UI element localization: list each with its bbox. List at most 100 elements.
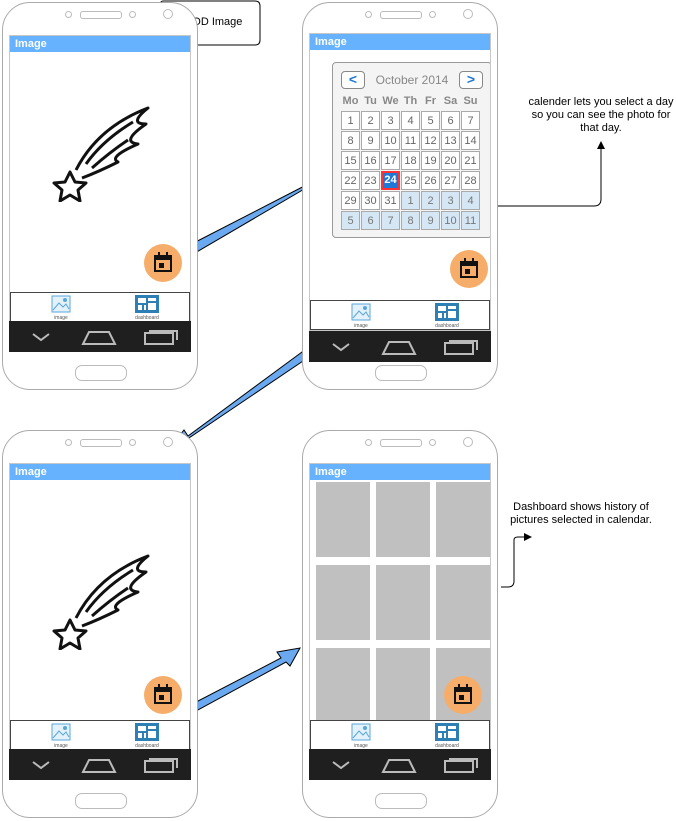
calendar-day[interactable]: 2 — [421, 191, 440, 210]
calendar-day[interactable]: 1 — [341, 111, 360, 130]
calendar-day[interactable]: 24 — [381, 171, 400, 190]
home-icon[interactable] — [381, 754, 417, 774]
recent-apps-icon[interactable] — [443, 336, 483, 356]
home-icon[interactable] — [81, 326, 117, 346]
calendar-day[interactable]: 11 — [461, 211, 480, 230]
chevron-down-icon[interactable] — [329, 340, 353, 354]
calendar-day[interactable]: 3 — [381, 111, 400, 130]
calendar-day[interactable]: 3 — [441, 191, 460, 210]
calendar-day[interactable]: 5 — [421, 111, 440, 130]
weekday-label: Sa — [443, 95, 458, 107]
tab-image[interactable]: image — [41, 295, 81, 321]
home-button[interactable] — [375, 365, 427, 381]
tab-dashboard[interactable]: dashboard — [427, 723, 467, 749]
history-picture-tile[interactable] — [376, 648, 430, 723]
calendar-day[interactable]: 17 — [381, 151, 400, 170]
system-nav-bar — [9, 749, 191, 780]
calendar-day[interactable]: 16 — [361, 151, 380, 170]
tab-image[interactable]: image — [41, 723, 81, 749]
system-nav-bar — [9, 321, 191, 352]
calendar-day[interactable]: 10 — [381, 131, 400, 150]
calendar-button[interactable] — [444, 676, 482, 714]
history-picture-tile[interactable] — [376, 482, 430, 557]
calendar-day[interactable]: 19 — [421, 151, 440, 170]
calendar-button[interactable] — [144, 244, 182, 282]
calendar-day[interactable]: 31 — [381, 191, 400, 210]
calendar-day[interactable]: 7 — [381, 211, 400, 230]
calendar-day[interactable]: 6 — [441, 111, 460, 130]
calendar-day[interactable]: 26 — [421, 171, 440, 190]
tab-dashboard[interactable]: dashboard — [127, 295, 167, 321]
page-title: Image — [10, 36, 190, 52]
calendar-icon — [154, 252, 172, 272]
calendar-day[interactable]: 4 — [401, 111, 420, 130]
home-button[interactable] — [75, 365, 127, 381]
history-picture-tile[interactable] — [436, 482, 490, 557]
calendar-day[interactable]: 8 — [341, 131, 360, 150]
tab-dashboard-label: dashboard — [135, 743, 159, 749]
calendar-day[interactable]: 6 — [361, 211, 380, 230]
tab-image-label: image — [354, 323, 368, 329]
history-picture-tile[interactable] — [316, 565, 370, 640]
calendar-icon — [460, 258, 478, 278]
history-picture-tile[interactable] — [316, 482, 370, 557]
home-button[interactable] — [375, 793, 427, 809]
calendar-day[interactable]: 2 — [361, 111, 380, 130]
screen: Image image dashboard — [309, 463, 491, 751]
prev-month-button[interactable]: < — [341, 71, 365, 89]
calendar-button[interactable] — [144, 676, 182, 714]
calendar-day[interactable]: 25 — [401, 171, 420, 190]
history-picture-tile[interactable] — [316, 648, 370, 723]
calendar-day[interactable]: 30 — [361, 191, 380, 210]
calendar-day[interactable]: 8 — [401, 211, 420, 230]
calendar-day[interactable]: 5 — [341, 211, 360, 230]
calendar-day[interactable]: 9 — [361, 131, 380, 150]
chevron-down-icon[interactable] — [29, 758, 53, 772]
recent-apps-icon[interactable] — [443, 754, 483, 774]
calendar-day[interactable]: 18 — [401, 151, 420, 170]
shooting-star-icon — [52, 554, 150, 650]
calendar-note: calender lets you select a day so you ca… — [528, 96, 674, 134]
calendar-day[interactable]: 13 — [441, 131, 460, 150]
calendar-day[interactable]: 29 — [341, 191, 360, 210]
tab-dashboard-label: dashboard — [435, 743, 459, 749]
next-month-button[interactable]: > — [459, 71, 483, 89]
chevron-down-icon[interactable] — [29, 330, 53, 344]
tab-image[interactable]: image — [341, 303, 381, 329]
tab-dashboard[interactable]: dashboard — [427, 303, 467, 329]
calendar-day[interactable]: 14 — [461, 131, 480, 150]
home-icon[interactable] — [81, 754, 117, 774]
chevron-down-icon[interactable] — [329, 758, 353, 772]
image-icon — [51, 723, 71, 741]
calendar-day[interactable]: 22 — [341, 171, 360, 190]
calendar-day[interactable]: 15 — [341, 151, 360, 170]
calendar-day[interactable]: 4 — [461, 191, 480, 210]
home-button[interactable] — [75, 793, 127, 809]
calendar-day[interactable]: 27 — [441, 171, 460, 190]
phone-image-screen-return: Image image dashboar — [2, 430, 198, 818]
calendar-day[interactable]: 9 — [421, 211, 440, 230]
calendar-day[interactable]: 12 — [421, 131, 440, 150]
calendar-day[interactable]: 7 — [461, 111, 480, 130]
calendar-day[interactable]: 10 — [441, 211, 460, 230]
tab-image-label: image — [354, 743, 368, 749]
calendar-day[interactable]: 21 — [461, 151, 480, 170]
calendar-button[interactable] — [450, 250, 488, 288]
recent-apps-icon[interactable] — [143, 326, 183, 346]
history-picture-tile[interactable] — [436, 565, 490, 640]
calendar-day[interactable]: 28 — [461, 171, 480, 190]
tab-dashboard[interactable]: dashboard — [127, 723, 167, 749]
recent-apps-icon[interactable] — [143, 754, 183, 774]
home-icon[interactable] — [381, 336, 417, 356]
calendar-day[interactable]: 11 — [401, 131, 420, 150]
tab-image-label: image — [54, 315, 68, 321]
tab-image[interactable]: image — [341, 723, 381, 749]
screen: Image image dashboar — [9, 463, 191, 751]
calendar-day[interactable]: 1 — [401, 191, 420, 210]
calendar-day[interactable]: 20 — [441, 151, 460, 170]
history-picture-tile[interactable] — [376, 565, 430, 640]
bottom-tab-bar: image dashboard — [310, 720, 490, 750]
tab-dashboard-label: dashboard — [435, 323, 459, 329]
calendar-day[interactable]: 23 — [361, 171, 380, 190]
